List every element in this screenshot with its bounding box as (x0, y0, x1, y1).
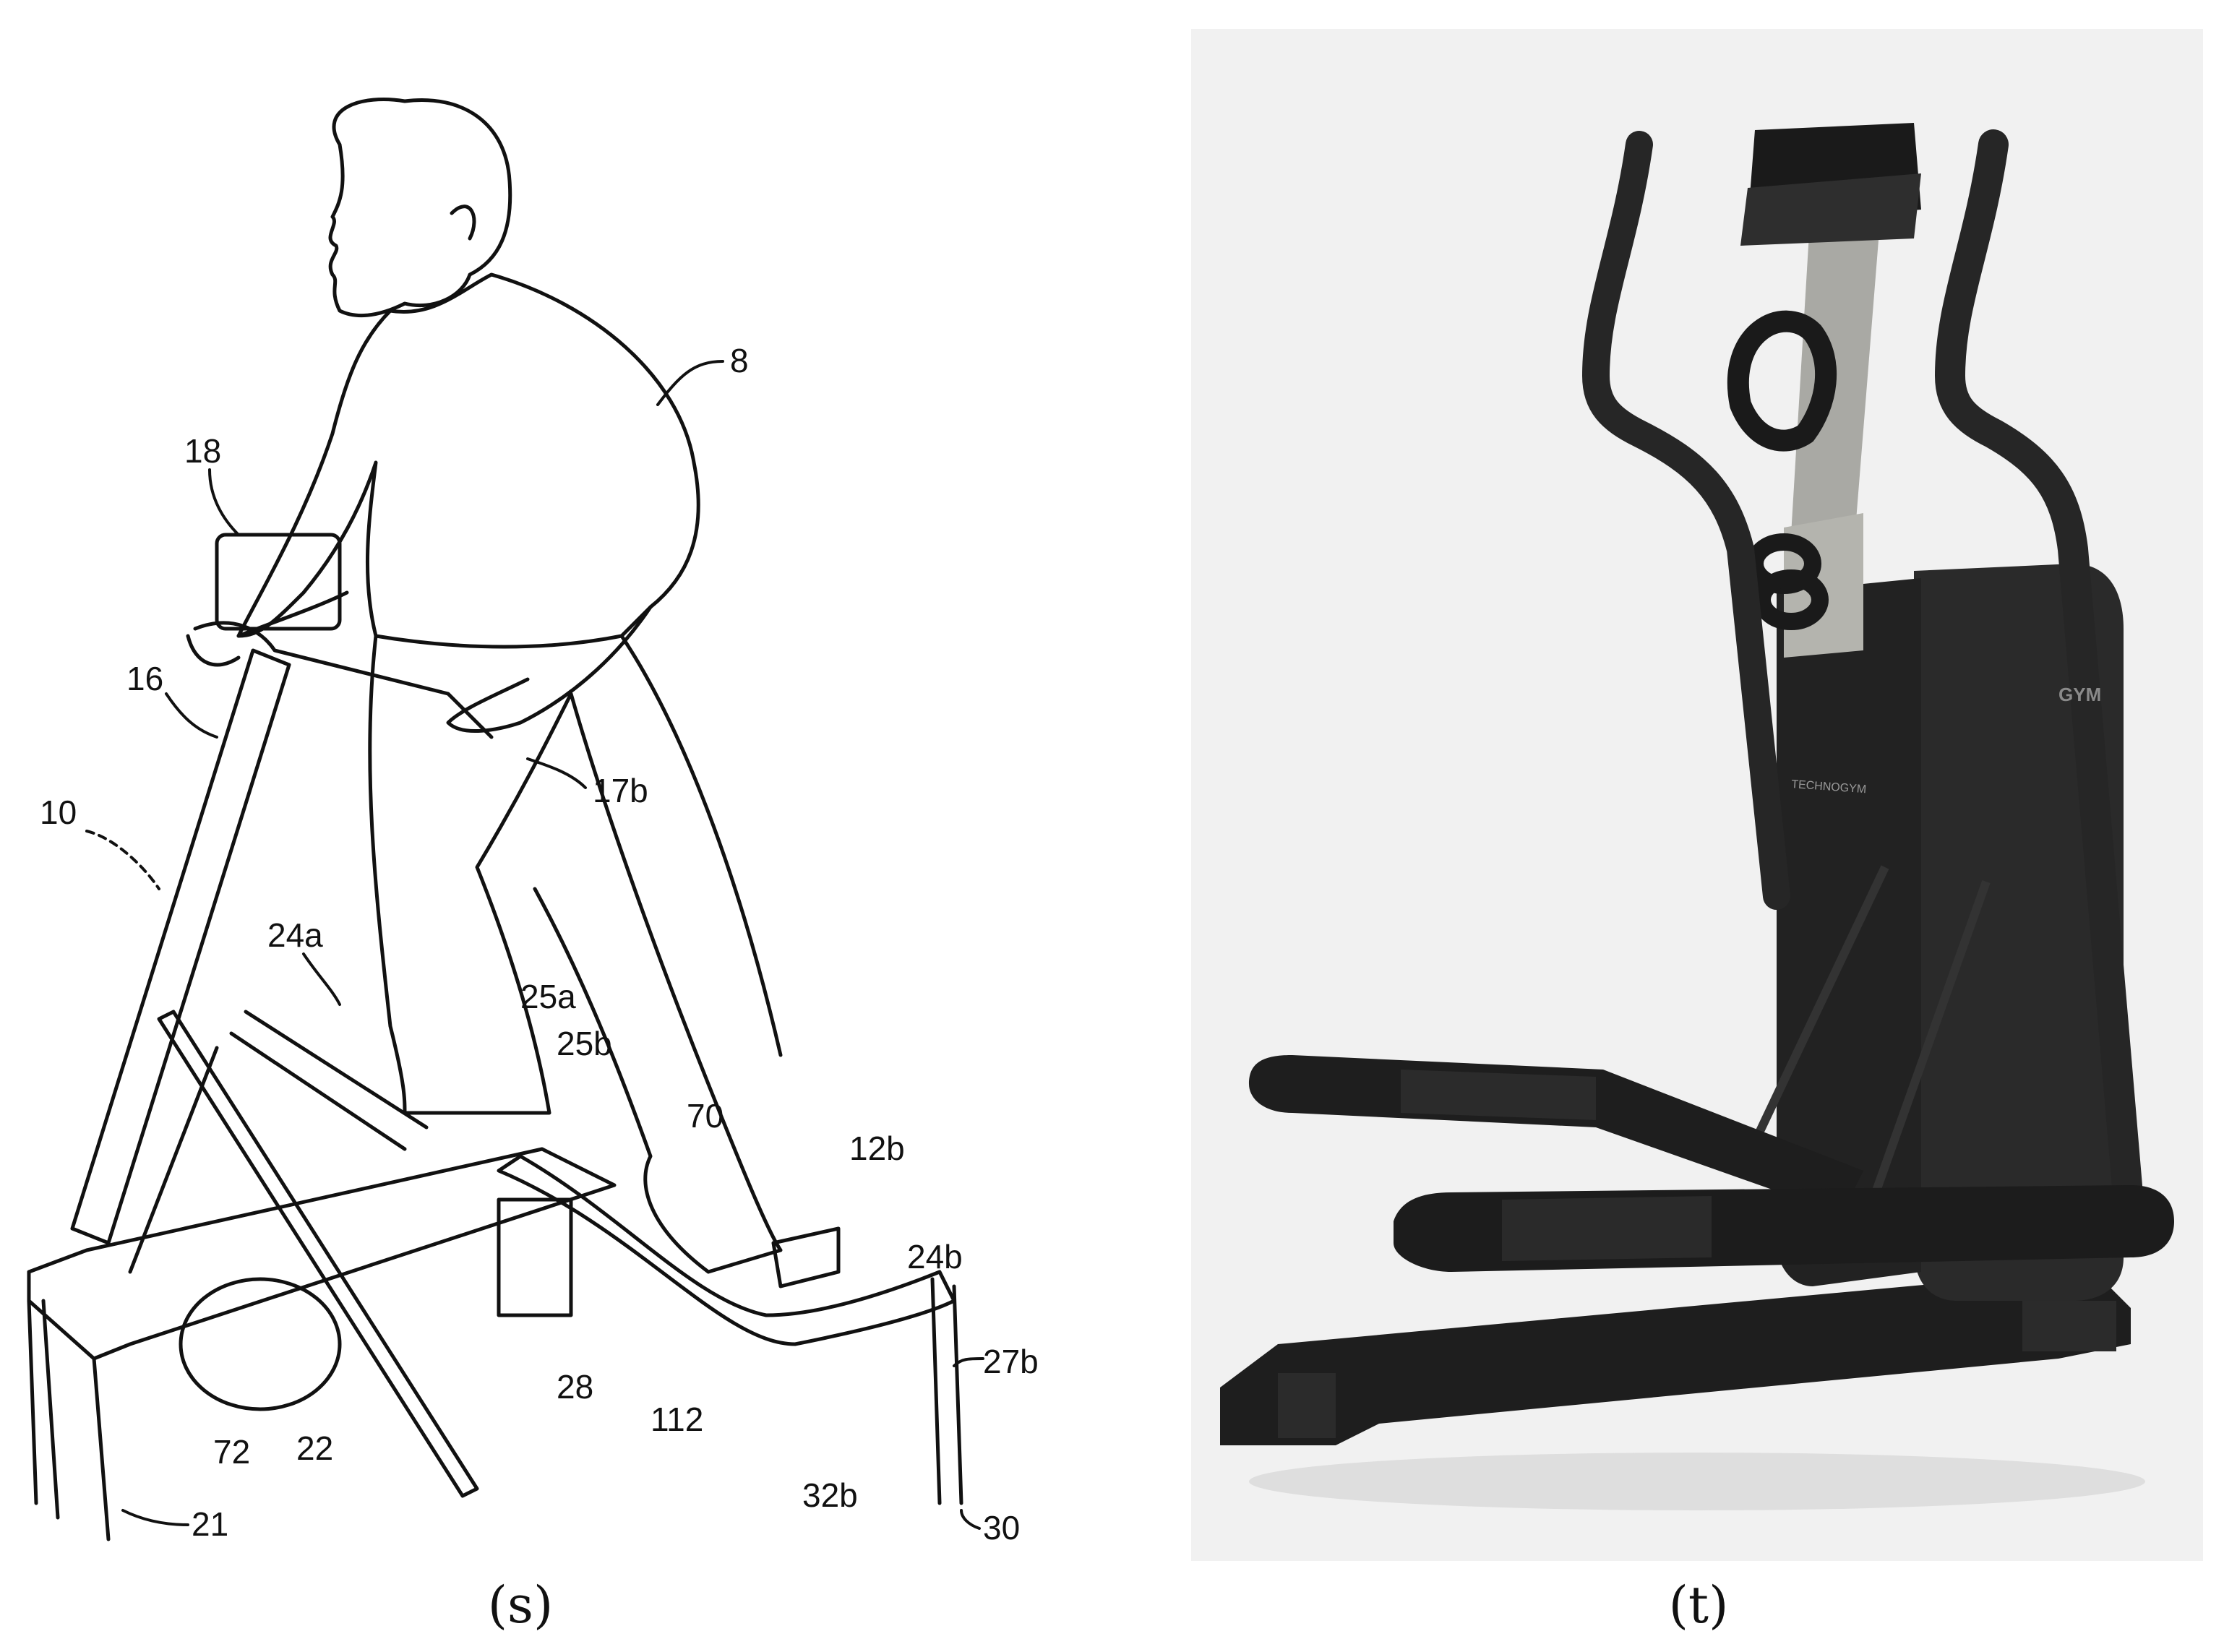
person-head (328, 98, 512, 318)
label-12b: 12b (849, 1130, 905, 1167)
label-70: 70 (687, 1097, 724, 1135)
label-25a: 25a (520, 978, 576, 1015)
label-8: 8 (730, 342, 749, 379)
console-box (215, 533, 342, 631)
label-17b: 17b (593, 772, 648, 809)
label-24a: 24a (267, 916, 323, 954)
caption-s: (s) (487, 1575, 554, 1635)
top-grip (1727, 310, 1837, 452)
label-25b: 25b (557, 1025, 612, 1062)
right-handlebar (1934, 129, 2146, 1244)
panel-s-patent-drawing: 8 18 16 10 17b 24a 25a 25b 70 12b 24b 27… (0, 0, 1113, 1561)
label-18: 18 (184, 432, 221, 470)
label-27b: 27b (983, 1343, 1039, 1380)
label-28: 28 (557, 1368, 593, 1406)
person-legs (368, 634, 783, 1274)
label-10: 10 (40, 793, 77, 831)
label-112: 112 (651, 1401, 703, 1438)
gym-logo: GYM (2058, 684, 2101, 705)
label-16: 16 (126, 660, 163, 697)
label-32b: 32b (802, 1476, 858, 1514)
label-30: 30 (983, 1509, 1020, 1546)
label-22: 22 (296, 1429, 333, 1467)
left-handlebar (1581, 131, 1790, 910)
patent-drawing-svg: 8 18 16 10 17b 24a 25a 25b 70 12b 24b 27… (27, 98, 1039, 1546)
flywheel (179, 1277, 342, 1411)
label-24b: 24b (907, 1238, 963, 1275)
label-21: 21 (192, 1505, 228, 1543)
label-72: 72 (213, 1433, 250, 1471)
elliptical-photo-svg: GYM TECHNOGYM (1191, 29, 2203, 1561)
base-frame (1220, 1279, 2131, 1445)
person-shirt (236, 272, 700, 649)
silver-column (1791, 159, 1885, 535)
caption-t: (t) (1668, 1575, 1729, 1635)
upright-post (70, 648, 291, 1245)
main-tower (1914, 564, 2124, 1301)
panel-t-photo: GYM TECHNOGYM (1191, 29, 2203, 1561)
